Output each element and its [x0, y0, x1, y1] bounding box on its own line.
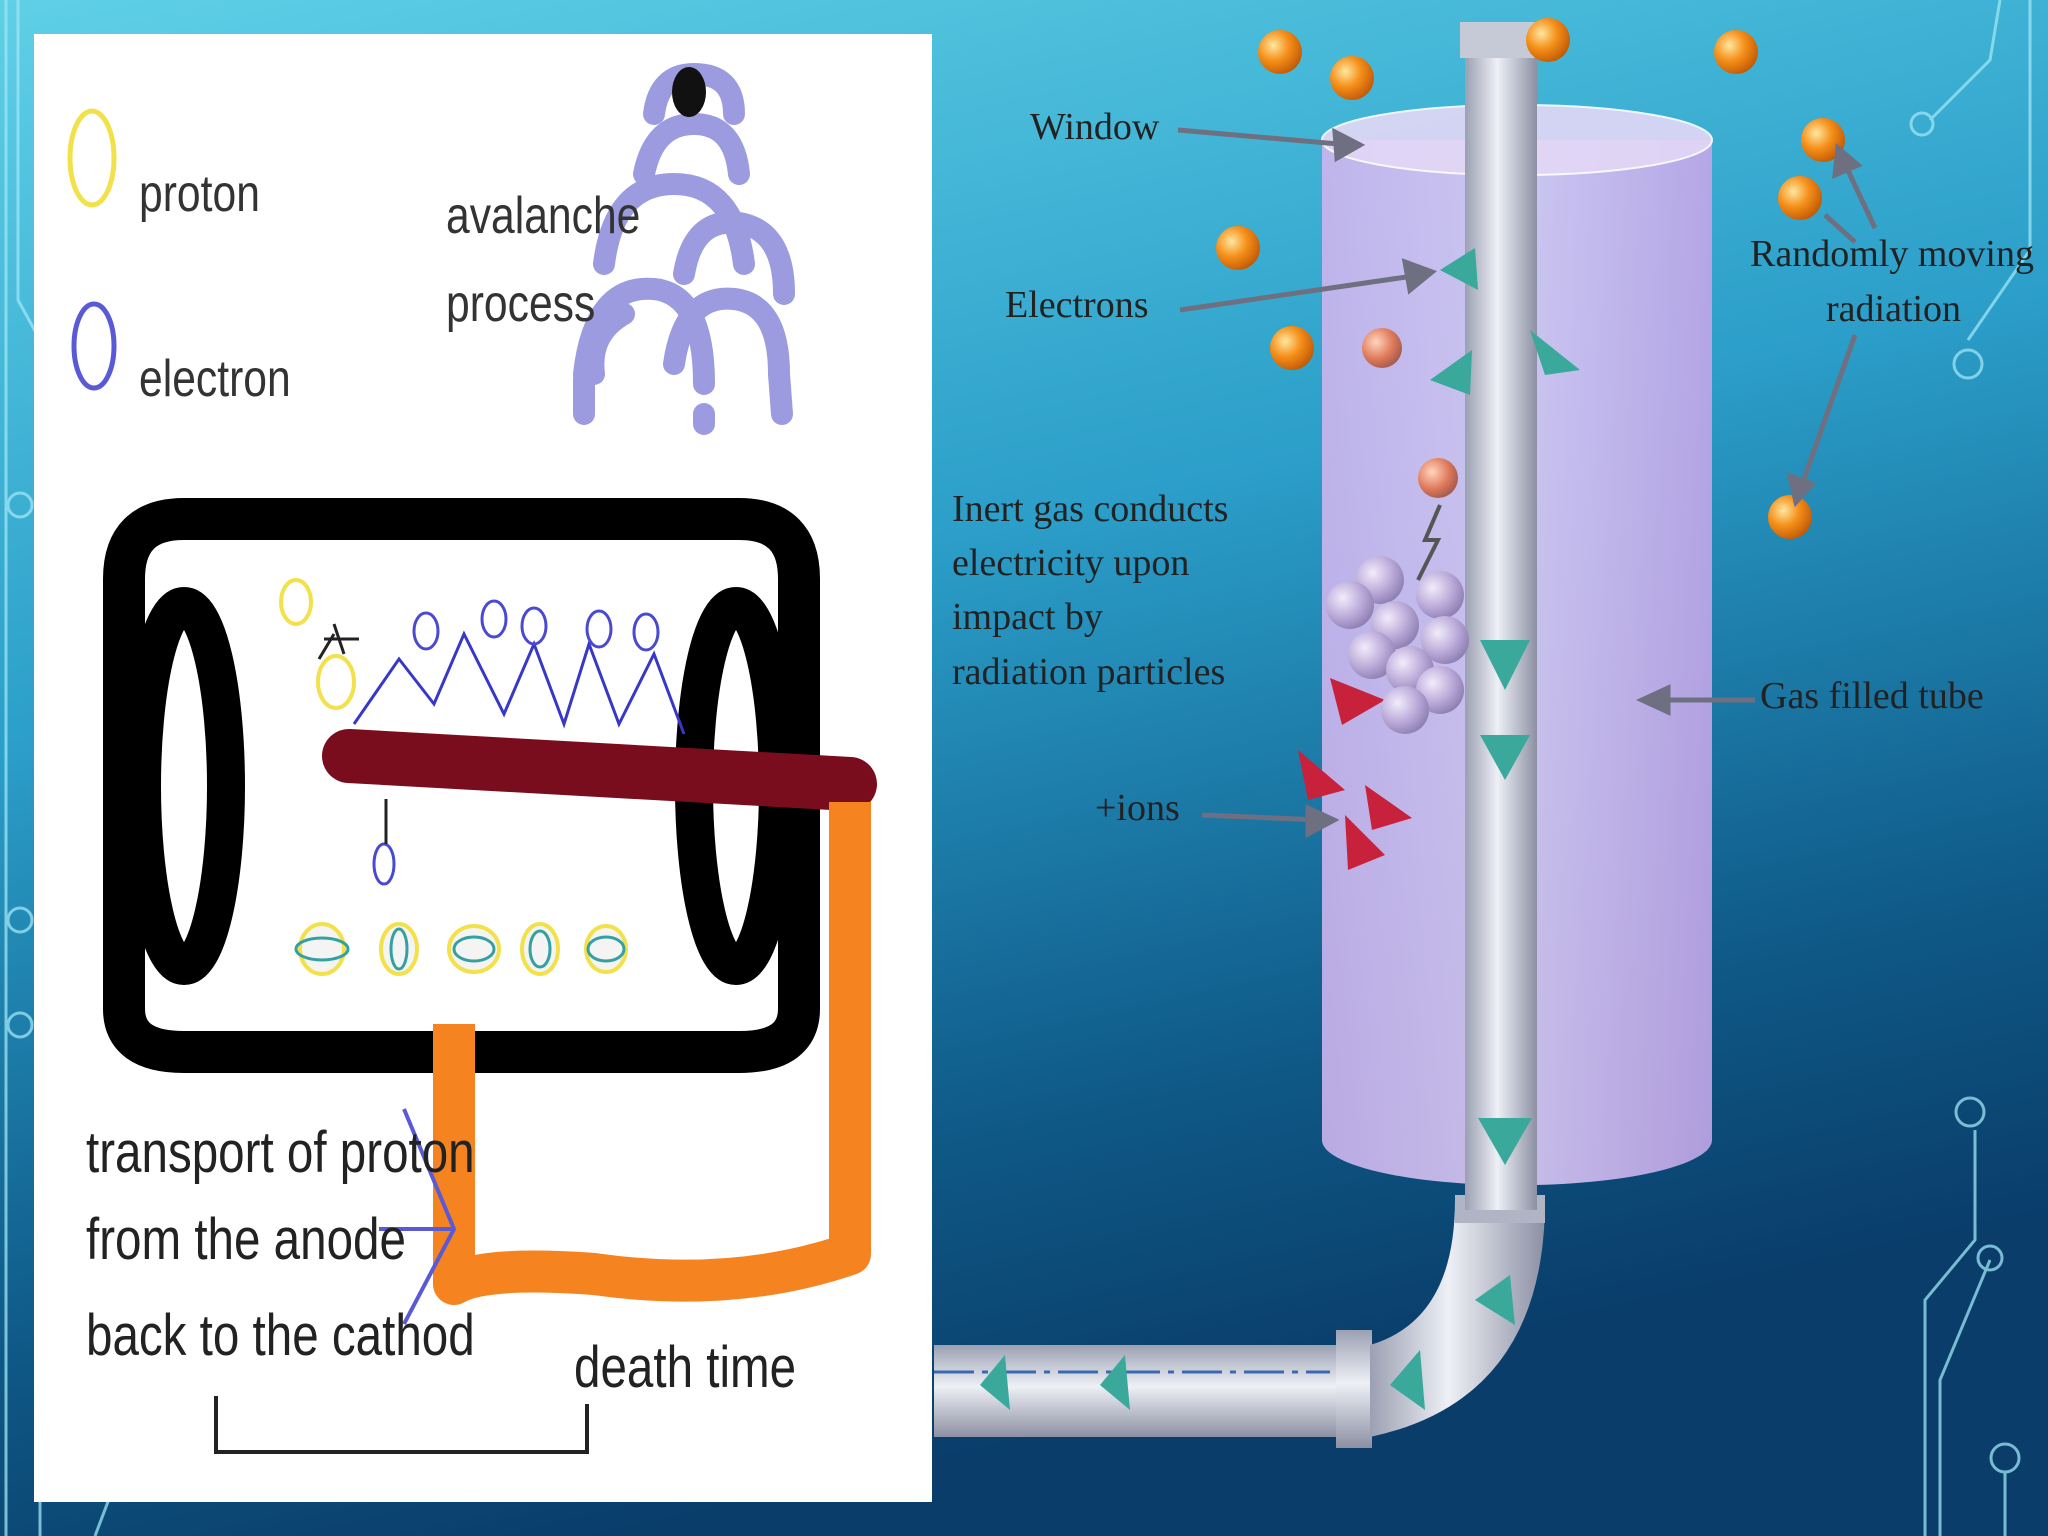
randomly-moving-label-2: radiation [1826, 288, 1962, 330]
death-time-bracket [214, 1396, 589, 1454]
circuit-decoration [4, 0, 2032, 1536]
inert-gas-label-4: radiation particles [952, 651, 1226, 693]
gas-atom-cluster [1326, 556, 1469, 734]
avalanche-top-dot [672, 67, 706, 117]
proton-legend-label: proton [139, 165, 260, 223]
electrons-label: Electrons [1005, 284, 1149, 326]
electron-markers [980, 248, 1580, 1410]
central-electrode-pipe [1460, 22, 1542, 1210]
inert-gas-label-2: electricity upon [952, 542, 1190, 584]
death-time-label: death time [574, 1335, 797, 1400]
avalanche-icon [573, 62, 795, 435]
proton-legend-symbol [67, 108, 117, 208]
callout-arrows [1177, 127, 1878, 839]
ion-markers [1298, 678, 1412, 870]
inert-gas-label-1: Inert gas conducts [952, 488, 1229, 530]
avalanche-panel: proton electron avalanche process transp… [34, 34, 932, 1502]
transport-label-2: from the anode [86, 1207, 406, 1272]
electron-legend-symbol [71, 301, 117, 391]
electron-legend-label: electron [139, 350, 291, 408]
avalanche-label-2: process [446, 275, 596, 333]
radiation-particles [1216, 18, 1845, 539]
randomly-moving-label-1: Randomly moving [1750, 233, 2034, 275]
window-label: Window [1030, 106, 1160, 148]
outlet-pipe [934, 1195, 1545, 1448]
proton-row [298, 922, 628, 976]
avalanche-diagram [67, 62, 877, 1454]
inert-gas-label-3: impact by [952, 596, 1103, 638]
avalanche-label-1: avalanche [446, 187, 641, 245]
lightning-icon [1416, 504, 1442, 581]
gas-filled-tube-label: Gas filled tube [1760, 675, 1984, 717]
anode-rod [322, 729, 877, 811]
transport-label-1: transport of proton [86, 1120, 475, 1185]
return-wire [433, 802, 871, 1305]
transport-label-3: back to the cathod [86, 1303, 475, 1368]
ions-label: +ions [1095, 787, 1180, 829]
